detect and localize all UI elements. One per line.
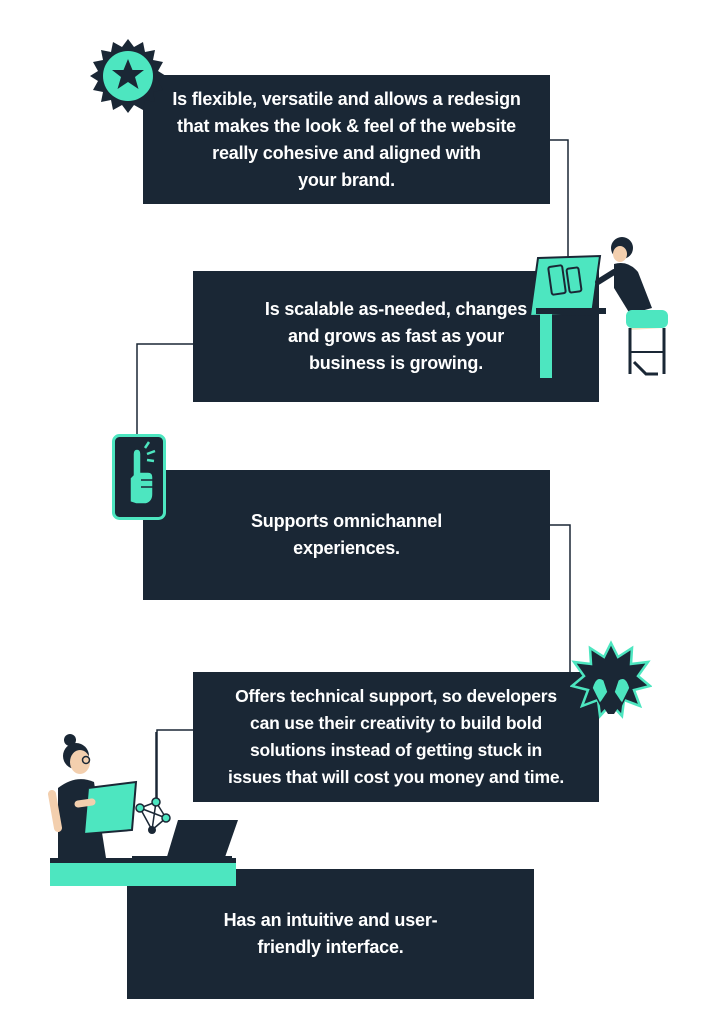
woman-with-tablet-illustration [48,732,238,886]
feature-text: Has an intuitive and user- friendly inte… [223,910,438,957]
feature-text: Is flexible, versatile and allows a rede… [172,88,521,190]
star-badge-icon [90,39,166,113]
feature-card-intuitive: Has an intuitive and user- friendly inte… [127,869,534,999]
woman-at-drafting-desk-illustration [528,237,668,378]
feature-card-technical-support: Offers technical support, so developers … [193,672,599,802]
feature-text: Offers technical support, so developers … [227,686,565,787]
feature-card-flexible: Is flexible, versatile and allows a rede… [143,75,550,204]
feature-text: Supports omnichannel experiences. [250,511,442,558]
raised-hands-icon [570,640,652,719]
pointing-hand-icon [112,434,166,520]
feature-text: Is scalable as-needed, changes and grows… [264,299,528,373]
feature-card-omnichannel: Supports omnichannel experiences. [143,470,550,600]
feature-card-scalable: Is scalable as-needed, changes and grows… [193,271,599,402]
